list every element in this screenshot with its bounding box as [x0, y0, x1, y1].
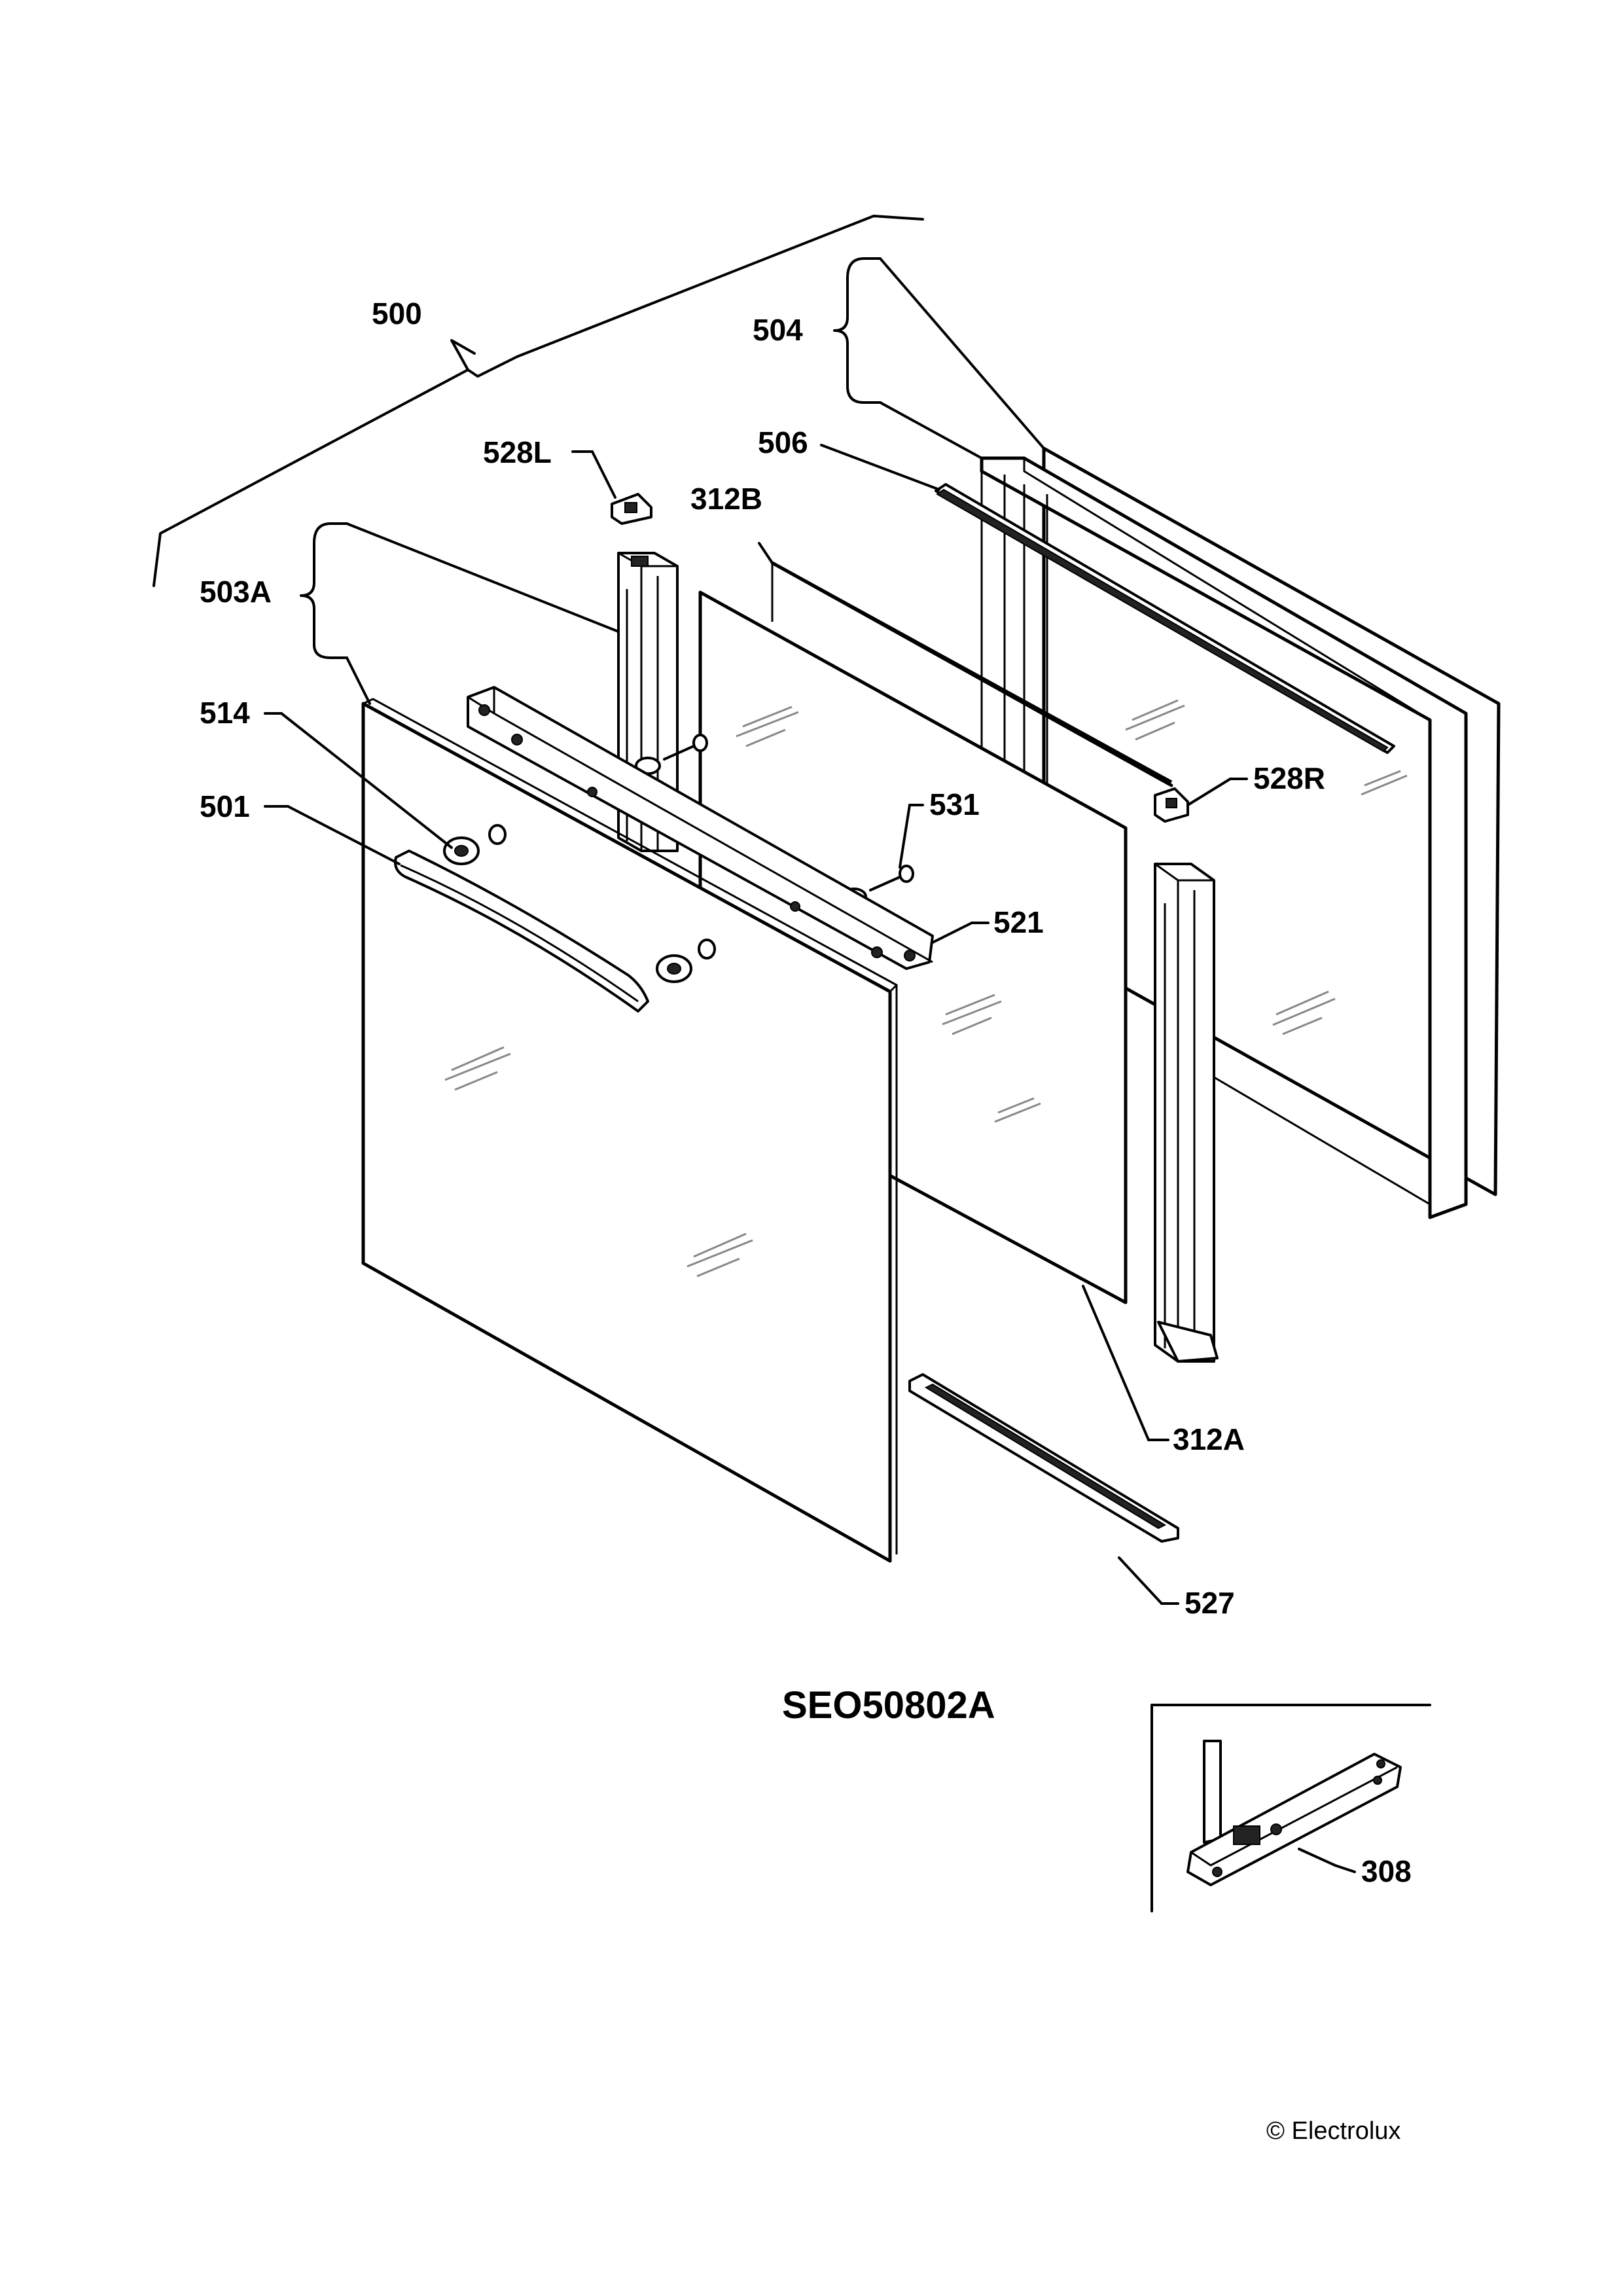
copyright-notice: © Electrolux: [1266, 2117, 1400, 2145]
clip-528r: [1154, 787, 1189, 823]
label-528l: 528L: [483, 435, 552, 469]
label-514: 514: [200, 696, 250, 730]
assembly-bracket-500: [152, 215, 924, 587]
side-profile-right: [1154, 863, 1219, 1363]
clip-528l: [611, 493, 652, 525]
inner-glass-312b: [770, 561, 1173, 787]
label-504: 504: [753, 313, 803, 347]
handle-mount-514: [443, 824, 716, 983]
label-503a: 503A: [200, 575, 272, 609]
leader-lines: [264, 257, 1248, 1605]
label-527: 527: [1185, 1586, 1235, 1620]
label-500: 500: [372, 296, 422, 331]
label-506: 506: [758, 425, 808, 459]
drawing-code: SEO50802A: [782, 1684, 995, 1727]
label-312b: 312B: [690, 482, 762, 516]
label-521: 521: [993, 905, 1044, 939]
label-528r: 528R: [1253, 761, 1325, 795]
label-312a: 312A: [1173, 1422, 1245, 1456]
handle-501: [394, 850, 649, 1013]
top-rail-521: [467, 686, 934, 970]
label-531: 531: [929, 787, 980, 821]
door-seal-506: [935, 483, 1395, 754]
label-501: 501: [200, 789, 250, 823]
bottom-profile-527: [908, 1373, 1179, 1543]
label-308: 308: [1361, 1854, 1412, 1888]
part-labels: 500 504 506 528L 312B 503A 514 501 528R …: [200, 296, 1412, 1888]
hinge-inset-308: [1150, 1704, 1431, 1912]
